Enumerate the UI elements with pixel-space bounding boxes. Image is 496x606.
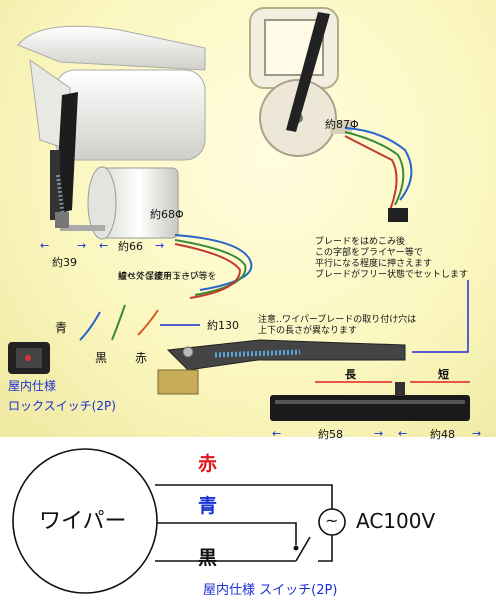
- small-switch: [388, 208, 408, 222]
- arrow-left-48: ←: [398, 427, 408, 440]
- wiring-diagram: ワイパー 赤 青 黒 ~ AC100V 屋内仕様 スイッチ(2P): [0, 437, 496, 606]
- black-wire-label: 黒: [198, 547, 218, 569]
- pointer-line: [412, 280, 469, 353]
- blue-wire-label: 青: [198, 495, 218, 517]
- wiring-schematic: [12, 448, 346, 594]
- switch-return-line: [318, 535, 333, 562]
- arrow-right-58: →: [374, 427, 384, 440]
- product-illustration: [8, 7, 470, 421]
- arrow-left-66: ←: [99, 239, 109, 252]
- wiper-blade: [270, 382, 470, 421]
- dimension-87: 約87Φ: [325, 118, 359, 131]
- wiper-motor-assembly: [249, 7, 352, 157]
- dimension-130: 約130: [207, 319, 239, 332]
- loose-wires: [79, 304, 159, 341]
- rocker-label-switch: ロックスイッチ(2P): [8, 399, 116, 413]
- red-wire-label: 赤: [198, 453, 218, 475]
- red-wire-line: [155, 484, 333, 509]
- ac-symbol: ~: [325, 511, 339, 530]
- switch-contact-top: [293, 545, 299, 551]
- blue-wire-line: [157, 522, 297, 545]
- dimension-39: 約39: [52, 256, 77, 269]
- rocker-switch: [8, 342, 50, 374]
- caution-note: 注意‥ワイパーブレードの取り付け穴は 上下の長さが異なります: [258, 315, 417, 336]
- photo-wire-black: 黒: [95, 351, 108, 365]
- assembly-wires: [344, 127, 413, 211]
- dimension-48: 約48: [430, 428, 455, 441]
- motor-wires: [174, 234, 253, 299]
- wiper-arm: [157, 339, 406, 395]
- photo-wire-blue: 青: [55, 321, 68, 335]
- arrow-right-48: →: [472, 427, 482, 440]
- product-photo: 約68Φ 約87Φ ← → ← 約66 → 約39 線へ外保護チューブ等を 被せ…: [0, 0, 496, 441]
- dimension-58: 約58: [318, 428, 343, 441]
- short-label: 短: [438, 368, 449, 381]
- ac-source-circle: [318, 508, 346, 536]
- blade-note: ブレードをはめこみ後 この字部をプライヤー等で 平行になる程度に押さえます ブレ…: [315, 237, 469, 280]
- dimension-68: 約68Φ: [150, 208, 184, 221]
- arrow-right-66: →: [155, 239, 165, 252]
- rocker-label-indoor: 屋内仕様: [8, 379, 57, 393]
- camera-housing: [17, 25, 206, 161]
- arrow-right-39: →: [77, 239, 87, 252]
- switch-caption: 屋内仕様 スイッチ(2P): [203, 583, 338, 598]
- arrow-left-39: ←: [40, 239, 50, 252]
- photo-wire-red: 赤: [135, 351, 148, 365]
- long-label: 長: [345, 368, 356, 381]
- motor-circle: [12, 448, 158, 594]
- power-label: AC100V: [356, 509, 436, 533]
- motor-label: ワイパー: [39, 509, 127, 534]
- motor-cylinder: [55, 166, 179, 240]
- arrow-left-58: ←: [272, 427, 282, 440]
- switch-lever: [295, 536, 311, 562]
- dimension-66: 約66: [118, 240, 143, 253]
